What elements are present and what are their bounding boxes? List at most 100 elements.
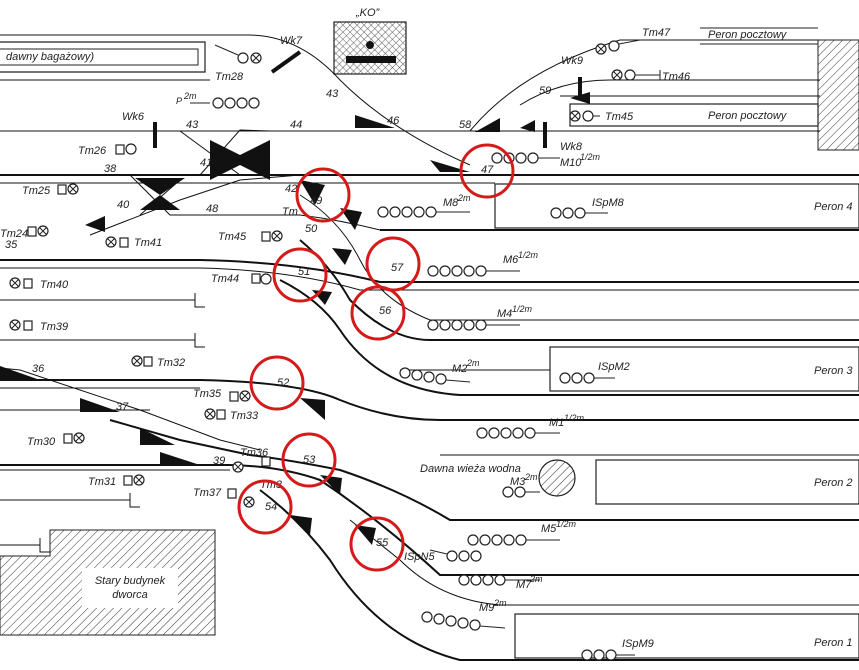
switch-39: 39 (213, 455, 225, 467)
signal-tm25-icon (57, 183, 79, 195)
signal-tm35-icon (229, 390, 251, 402)
signal-m9-icon (421, 611, 506, 631)
signal-tm44-icon (251, 273, 272, 285)
signal-m3-icon (502, 486, 540, 498)
switch-53: 53 (303, 454, 316, 466)
platform-3-label: Peron 3 (814, 365, 853, 377)
level-crossing-labels: Wk6 Wk7 Wk8 Wk9 (122, 35, 583, 153)
signal-m10-sup: 1/2m (580, 152, 601, 162)
signal-tm41-icon (105, 236, 129, 248)
signal-tm40-label: Tm40 (40, 279, 69, 291)
wk7-label: Wk7 (280, 35, 303, 47)
signal-ispm2-icon (559, 372, 615, 384)
signal-m10-label: M10 (560, 157, 582, 169)
signal-ispm9-label: ISpM9 (622, 638, 654, 650)
old-station-building: Stary budynek dworca (0, 529, 216, 636)
wk8-label: Wk8 (560, 141, 583, 153)
signal-tm30-icon (63, 432, 85, 444)
signal-tm28-icon (214, 44, 262, 64)
switch-58: 58 (459, 119, 472, 131)
signal-m9-sup: 2m (493, 598, 507, 608)
switch-46: 46 (387, 115, 400, 127)
wk9-label: Wk9 (561, 55, 583, 67)
signal-tm31-label: Tm31 (88, 476, 116, 488)
signal-tm40-icon (9, 277, 33, 289)
platform-1-label: Peron 1 (814, 637, 853, 649)
switch-41: 41 (200, 157, 212, 169)
switch-44: 44 (290, 119, 302, 131)
signal-tm24-icon (27, 225, 49, 237)
signal-tm41-label: Tm41 (134, 237, 162, 249)
old-station-label-2: dworca (112, 589, 147, 601)
signal-m2-sup: 2m (466, 358, 480, 368)
switch-37: 37 (116, 401, 129, 413)
platform-3: Peron 3 (549, 346, 859, 392)
highlight-switch-51 (272, 247, 328, 303)
platform-postal-mid-label: Peron pocztowy (708, 110, 788, 122)
signal-m5-sup: 1/2m (556, 519, 577, 529)
signal-tm36-icon (232, 456, 271, 473)
platform-postal-top-label: Peron pocztowy (708, 29, 788, 41)
switch-numbers: 35 36 37 38 39 40 41 42 43 43 44 46 47 4… (5, 85, 551, 549)
signal-m8-icon (377, 206, 470, 218)
signal-tm-mid-label: Tm (282, 206, 298, 218)
switch-42: 42 (285, 183, 297, 195)
signal-m5-icon (467, 534, 560, 546)
signal-tm26-icon (115, 143, 137, 155)
signal-tm35-label: Tm35 (193, 388, 222, 400)
switch-51: 51 (298, 266, 310, 278)
signal-m3-sup: 2m (524, 472, 538, 482)
highlight-switch-49 (295, 167, 351, 223)
signal-tm28-label: Tm28 (215, 71, 244, 83)
switch-47: 47 (481, 164, 494, 176)
signal-m6-sup: 1/2m (518, 250, 539, 260)
signal-tm44-label: Tm44 (211, 273, 239, 285)
signal-m4-icon (427, 319, 520, 331)
switch-40: 40 (117, 199, 130, 211)
platform-baggage: dawny bagażowy) (0, 41, 206, 73)
signal-tm39-label: Tm39 (40, 321, 68, 333)
signal-tm37-label: Tm37 (193, 487, 222, 499)
switch-49: 49 (310, 195, 322, 207)
signal-p-label: P (176, 96, 182, 106)
signal-m3-label: M3 (510, 476, 526, 488)
signal-ispn5-icon (429, 549, 482, 562)
signal-tm33-label: Tm33 (230, 410, 259, 422)
ko-label: „KO” (355, 7, 381, 19)
highlight-switch-52 (249, 355, 305, 411)
signal-p-sup: 2m (183, 91, 197, 101)
switch-48: 48 (206, 203, 219, 215)
signal-m7-icon (458, 574, 540, 586)
switch-36: 36 (32, 363, 45, 375)
signal-m4-sup: 1/2m (512, 304, 533, 314)
signal-tm33-icon (204, 408, 226, 420)
signal-tm46-label: Tm46 (662, 71, 691, 83)
signal-m10-icon (491, 152, 560, 164)
shunting-signals: Tm24 Tm25 Tm26 Tm28 Tm30 Tm31 Tm32 Tm33 … (0, 27, 691, 508)
signal-tm26-label: Tm26 (78, 145, 107, 157)
highlight-switch-54 (237, 479, 293, 535)
platform-4-label: Peron 4 (814, 201, 853, 213)
signal-tm32-icon (131, 355, 153, 367)
signal-tm47-icon (595, 39, 641, 55)
signal-tm45b-label: Tm45 (605, 111, 634, 123)
highlight-switch-56 (350, 285, 406, 341)
postal-building (817, 39, 859, 151)
highlight-switch-53 (281, 432, 337, 488)
signal-tm32-label: Tm32 (157, 357, 185, 369)
switch-56: 56 (379, 305, 392, 317)
signal-m1-sup: 1/2m (564, 413, 585, 423)
signal-m2-icon (399, 367, 471, 385)
platform-baggage-label: dawny bagażowy) (6, 51, 94, 63)
highlight-switch-55 (349, 516, 405, 572)
signal-tm30-label: Tm30 (27, 436, 56, 448)
level-crossing-bars (153, 50, 582, 148)
signal-ispm2-label: ISpM2 (598, 361, 630, 373)
signal-tm31-icon (123, 474, 145, 486)
signal-ispm9-icon (581, 649, 635, 661)
signal-m8-label: M8 (443, 197, 459, 209)
signal-tm37-icon (227, 488, 255, 508)
signal-m6-label: M6 (503, 254, 519, 266)
